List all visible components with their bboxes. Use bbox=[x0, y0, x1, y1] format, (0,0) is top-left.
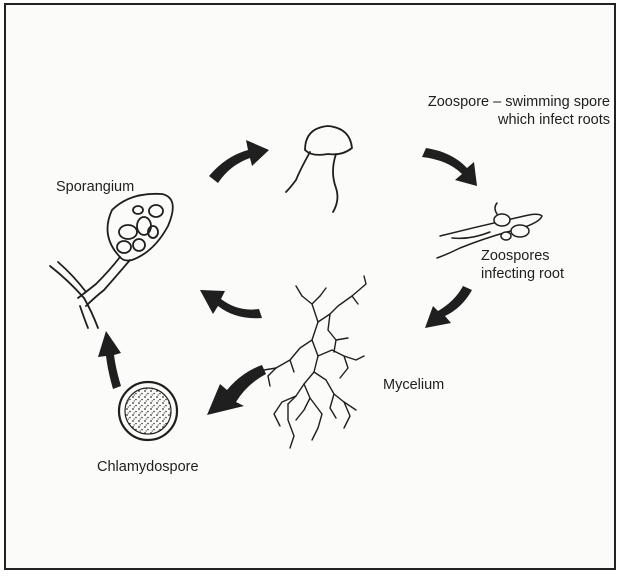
zoospores-infecting-label-line1: Zoospores bbox=[481, 247, 564, 265]
zoospores-infecting-root-label: Zoospores infecting root bbox=[481, 247, 564, 283]
sporangium-label: Sporangium bbox=[56, 178, 134, 196]
zoospore-label-line2: which infect roots bbox=[352, 111, 610, 129]
cycle-arrow-right bbox=[425, 286, 472, 328]
chlamydospore-label: Chlamydospore bbox=[97, 458, 199, 476]
zoospores-infecting-label-line2: infecting root bbox=[481, 265, 564, 283]
cycle-arrow-top-left bbox=[209, 140, 269, 183]
chlamydospore-icon bbox=[119, 382, 177, 440]
cycle-arrow-up-left bbox=[98, 331, 121, 389]
zoospore-label: Zoospore – swimming spore which infect r… bbox=[352, 93, 610, 129]
cycle-arrow-top-right bbox=[422, 148, 477, 186]
cycle-arrow-bottom-left bbox=[207, 365, 266, 415]
zoospore-icon bbox=[286, 126, 352, 212]
cycle-arrow-left-middle bbox=[200, 290, 262, 318]
mycelium-icon bbox=[264, 276, 366, 448]
sporangium-icon bbox=[50, 194, 173, 328]
zoospore-label-line1: Zoospore – swimming spore bbox=[352, 93, 610, 111]
mycelium-label: Mycelium bbox=[383, 376, 444, 394]
